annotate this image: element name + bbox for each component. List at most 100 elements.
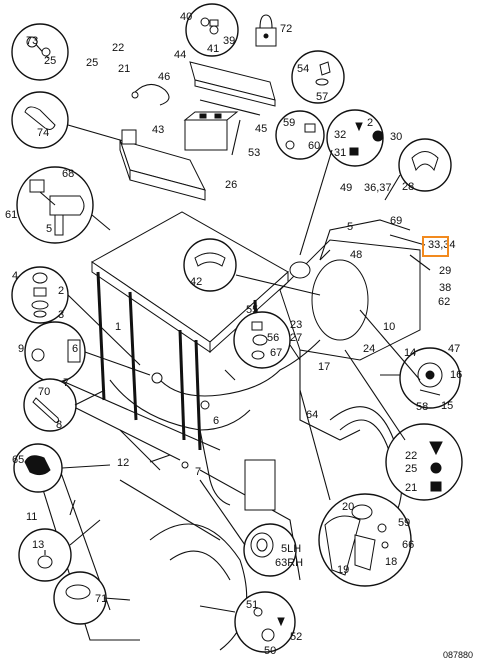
callout-circle-51-52-50 — [199, 591, 296, 653]
callout-circle-74 — [11, 91, 121, 149]
lower-chassis — [39, 459, 301, 641]
label-c25b: 25 — [86, 57, 98, 69]
label-c1: 1 — [115, 321, 121, 333]
engine-hood — [279, 239, 421, 441]
label-ref-code: 087880 — [443, 650, 473, 660]
label-c56: 56 — [267, 332, 279, 344]
label-c67: 67 — [270, 347, 282, 359]
label-c22: 22 — [112, 42, 124, 54]
callout-circle-65 — [13, 443, 111, 493]
label-c51: 51 — [246, 599, 258, 611]
label-c41: 41 — [207, 43, 219, 55]
battery-cable — [131, 83, 170, 106]
callout-circle-55-56-67 — [233, 311, 301, 369]
label-c65: 65 — [12, 454, 24, 466]
label-c26: 26 — [225, 179, 237, 191]
label-c62: 62 — [438, 296, 450, 308]
leader-lines — [69, 149, 431, 516]
battery — [183, 111, 239, 151]
label-c47: 47 — [448, 343, 460, 355]
callout-circle-40-41-39 — [185, 3, 239, 57]
callout-circle-14-47-16-58-15 — [380, 347, 461, 409]
label-c45: 45 — [255, 123, 267, 135]
callout-circle-20-59-66 — [318, 493, 412, 587]
highlighted-callout-box — [422, 236, 449, 257]
label-c12: 12 — [117, 457, 129, 469]
label-c6b: 6 — [213, 415, 219, 427]
label-c19: 19 — [337, 564, 349, 576]
label-c52: 52 — [290, 631, 302, 643]
label-c42: 42 — [190, 276, 202, 288]
label-c20: 20 — [342, 501, 354, 513]
label-c28: 28 — [402, 181, 414, 193]
label-c25: 25 — [44, 55, 56, 67]
label-c24: 24 — [363, 343, 375, 355]
label-c71: 71 — [95, 593, 107, 605]
label-c2: 2 — [58, 285, 64, 297]
label-c55: 55 — [246, 304, 258, 316]
label-c9: 9 — [18, 343, 24, 355]
label-c11: 11 — [26, 511, 37, 523]
label-c35: 5 — [347, 221, 353, 233]
label-c5lh: 5LH — [281, 543, 301, 555]
label-c63rh: 63RH — [275, 557, 303, 569]
battery-clamp — [189, 61, 276, 156]
label-c70: 70 — [38, 386, 50, 398]
label-c59: 59 — [283, 117, 295, 129]
label-c44: 44 — [174, 49, 186, 61]
label-c64: 64 — [306, 409, 318, 421]
callout-circle-28 — [384, 138, 452, 201]
callout-circle-70-8 — [23, 378, 106, 432]
label-c54: 54 — [297, 63, 309, 75]
label-c38: 38 — [439, 282, 451, 294]
label-c4: 4 — [12, 270, 18, 282]
callout-circle-59-60 — [275, 110, 325, 160]
callout-circle-22-25-21 — [385, 423, 463, 501]
label-c57: 57 — [316, 91, 328, 103]
label-c68: 68 — [62, 168, 74, 180]
callout-circle-4-2-34-3 — [11, 266, 141, 366]
label-c49: 49 — [340, 182, 352, 194]
label-c21: 21 — [118, 63, 130, 75]
label-c23: 23 — [290, 319, 302, 331]
label-c53: 53 — [248, 147, 260, 159]
label-c14: 14 — [404, 347, 416, 359]
label-c16: 16 — [450, 369, 462, 381]
label-c10: 10 — [383, 321, 395, 333]
label-c66: 66 — [402, 539, 414, 551]
label-c36_37: 36,37 — [364, 182, 392, 194]
label-c40: 40 — [180, 11, 192, 23]
label-c29: 29 — [439, 265, 451, 277]
battery-tray — [119, 129, 206, 201]
label-c27: 27 — [290, 332, 302, 344]
label-c18: 18 — [385, 556, 397, 568]
padlock-72 — [255, 14, 277, 47]
label-c8: 8 — [56, 419, 62, 431]
label-c73: 73 — [26, 35, 38, 47]
label-c13: 13 — [32, 539, 44, 551]
label-c25c: 25 — [405, 463, 417, 475]
callout-circle-73-25 — [11, 23, 69, 81]
label-c48: 48 — [350, 249, 362, 261]
front-wheel — [149, 523, 248, 651]
wiring-harness — [109, 219, 411, 506]
label-c7b: 7 — [195, 466, 201, 478]
label-c2b: 2 — [367, 117, 373, 129]
callout-circle-32-30-31 — [326, 109, 384, 167]
label-c3: 3 — [58, 309, 64, 321]
label-c46: 46 — [158, 71, 170, 83]
callout-circle-5lh-63rh — [199, 479, 297, 577]
label-c50: 50 — [264, 645, 276, 657]
label-c60: 60 — [308, 140, 320, 152]
label-c5: 5 — [46, 223, 52, 235]
label-c17: 17 — [318, 361, 330, 373]
label-c72: 72 — [280, 23, 292, 35]
label-c69: 69 — [390, 215, 402, 227]
callout-circle-42 — [183, 238, 321, 296]
label-c39: 39 — [223, 35, 235, 47]
callout-circle-13 — [18, 519, 101, 582]
label-c59b: 59 — [398, 517, 410, 529]
label-c15: 15 — [441, 400, 453, 412]
